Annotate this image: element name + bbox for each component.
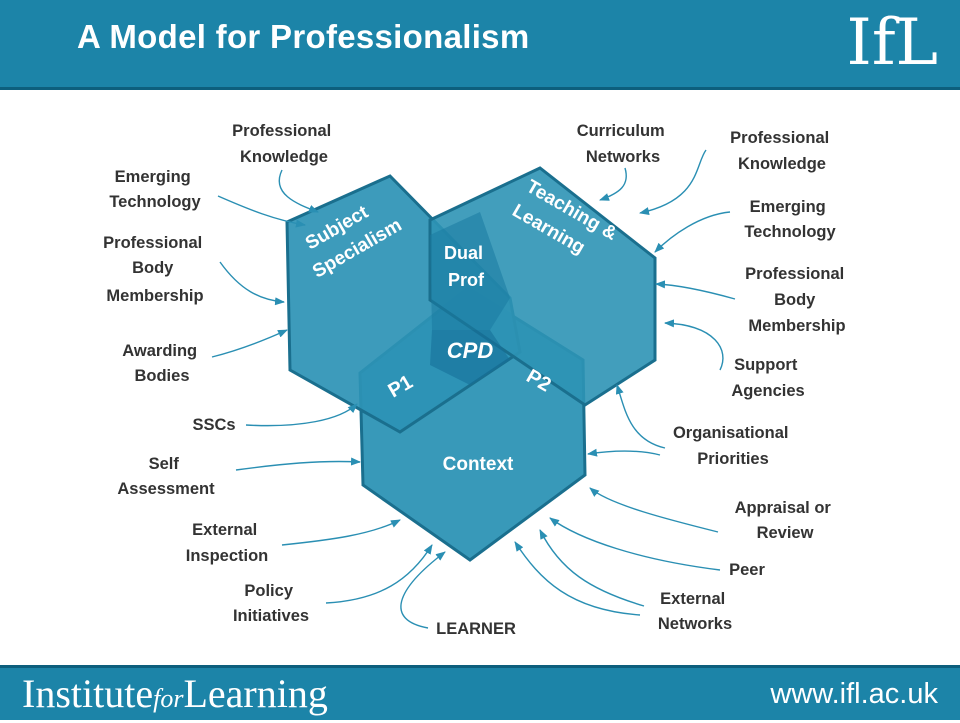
arrow-right-curriculum-networks (599, 167, 627, 201)
right-label-organisational-priorities: Organisational Priorities (673, 424, 793, 468)
arrow-left-external-inspection (281, 519, 401, 546)
overlap-dual-prof (430, 212, 510, 330)
dual-prof-label: Dual Prof (444, 243, 488, 290)
left-label-external-inspection: External Inspection (186, 521, 269, 565)
arrow-left-emerging-technology (217, 195, 306, 228)
left-label-professional-body-membership: Professional Body Membership (103, 234, 207, 305)
arrow-right-support-agencies (664, 319, 724, 371)
left-label-awarding-bodies: Awarding Bodies (122, 342, 201, 385)
arrow-right-professional-body-membership (655, 280, 736, 300)
header-bar: A Model for Professionalism IfL (0, 0, 960, 87)
footer-divider (0, 665, 960, 668)
website-url[interactable]: www.ifl.ac.uk (770, 678, 938, 710)
arrow-right-organisational-priorities-2 (587, 448, 661, 457)
cpd-label: CPD (447, 338, 494, 363)
arrow-left-policy-initiatives (325, 544, 433, 604)
arrow-right-professional-knowledge (639, 149, 707, 215)
right-label-professional-body-membership: Professional Body Membership (745, 265, 849, 335)
left-label-self-assessment: Self Assessment (117, 455, 215, 498)
right-label-curriculum-networks: Curriculum Networks (577, 122, 670, 166)
arrow-left-professional-knowledge (278, 169, 319, 213)
arrow-left-sscs (245, 403, 358, 427)
right-label-peer: Peer (729, 561, 765, 579)
arrow-right-organisational-priorities (615, 384, 666, 449)
overlap-cpd (430, 330, 510, 385)
left-label-policy-initiatives: Policy Initiatives (233, 582, 309, 625)
arrow-left-professional-body-membership (219, 261, 285, 306)
institute-for-learning-logo: InstituteforLearning (22, 671, 328, 716)
right-label-support-agencies: Support Agencies (731, 356, 804, 400)
page-title: A Model for Professionalism (77, 18, 530, 55)
right-label-emerging-technology: Emerging Technology (744, 198, 836, 241)
left-label-professional-knowledge: Professional Knowledge (232, 122, 336, 166)
hexagon-teaching-learning (428, 166, 657, 407)
arrow-left-awarding-bodies (211, 329, 288, 358)
left-label-emerging-technology: Emerging Technology (109, 168, 201, 211)
left-label-learner: LEARNER (436, 620, 516, 638)
left-label-sscs: SSCs (192, 416, 235, 434)
footer-bar: InstituteforLearning www.ifl.ac.uk (0, 668, 960, 720)
right-label-external-networks: External Networks (658, 590, 732, 633)
arrow-left-learner (400, 551, 446, 629)
arrow-right-external-networks (539, 529, 645, 607)
arrow-right-appraisal-or-review (589, 487, 719, 533)
arrow-right-emerging-technology (654, 211, 731, 253)
arrow-left-self-assessment (235, 457, 361, 471)
ifl-logo: IfL (846, 6, 938, 80)
right-label-professional-knowledge: Professional Knowledge (730, 129, 834, 173)
arrow-right-peer (549, 517, 721, 571)
right-label-appraisal-or-review: Appraisal or Review (735, 499, 836, 542)
header-divider (0, 87, 960, 90)
context-label: Context (443, 454, 514, 475)
arrow-right-external-networks-2 (514, 541, 641, 616)
